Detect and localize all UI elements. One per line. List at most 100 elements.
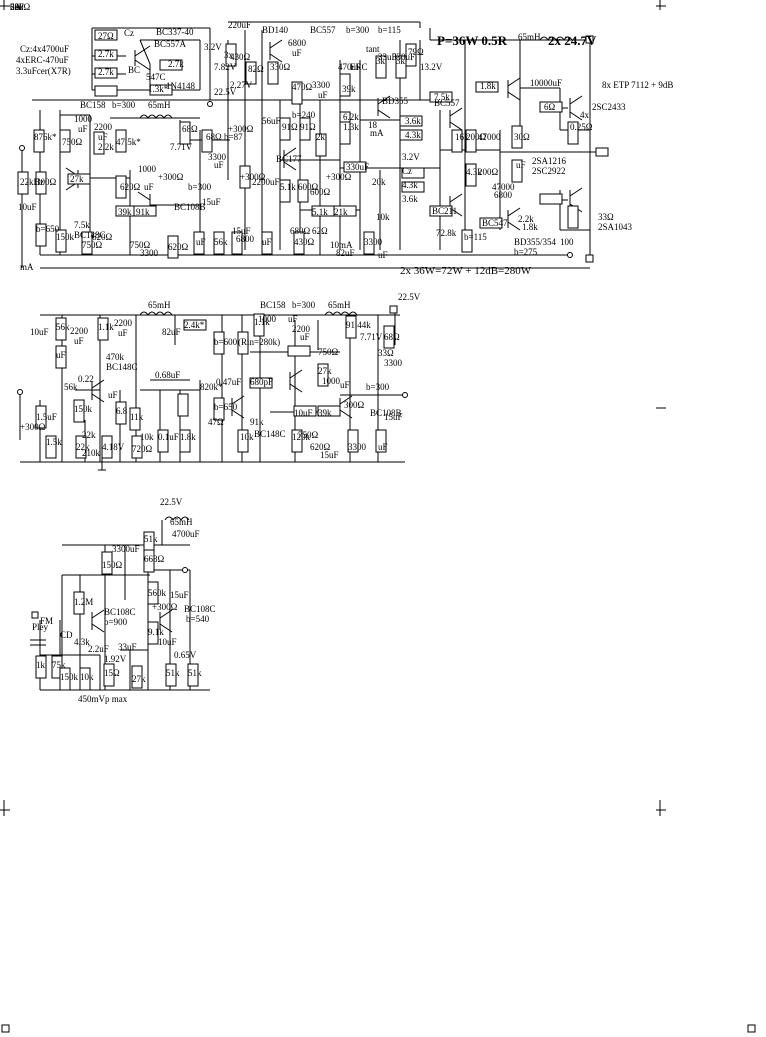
resistor-box (177, 393, 189, 417)
resistor-box (375, 55, 387, 79)
phono-label: +300Ω (152, 602, 178, 612)
amplifier-label: 600Ω (298, 182, 319, 192)
amplifier-label: BC557 (434, 98, 460, 108)
preamp-label: BC148C (254, 429, 286, 439)
phono-label: BC108C (184, 604, 216, 614)
amplifier-label: 7.5k (74, 220, 90, 230)
resistor-box (293, 231, 305, 255)
resistor-box (539, 101, 563, 113)
amplifier-label: 82uF (336, 248, 355, 258)
resistor-box (55, 229, 67, 253)
preamp-label: 65mH (328, 300, 351, 310)
preamp-label: 22.5V (398, 292, 421, 302)
amplifier-label: 4.3k (466, 167, 482, 177)
amplifier-label: 6800 (288, 38, 307, 48)
amplifier-label: 200Ω (478, 167, 499, 177)
amplifier-label: 20k (372, 177, 386, 187)
amplifier-label: 10000uF (530, 78, 562, 88)
amplifier-label: 430Ω (230, 52, 251, 62)
amplifier-label: 68Ω (182, 124, 198, 134)
phono-label: 0.65V (174, 650, 197, 660)
amplifier-label: 100 (560, 237, 574, 247)
resistor-box (101, 435, 113, 459)
preamp-label: 620Ω (310, 442, 331, 452)
amplifier-label: 547C (146, 72, 166, 82)
phono-label: 10uF (158, 637, 177, 647)
amplifier-label: 39k (342, 84, 356, 94)
resistor-box (183, 319, 207, 331)
amplifier-label: b=87 (224, 132, 243, 142)
resistor-box (147, 581, 159, 605)
amplifier-label: 15uF (232, 226, 251, 236)
preamp-label: 22k (82, 430, 96, 440)
amplifier-label: 5.1k (280, 182, 296, 192)
resistor-box (461, 229, 473, 253)
amplifier-label: 4.3k (405, 130, 421, 140)
amplifier-label: 2k (316, 132, 326, 142)
amplifier-label: 2.2k (518, 214, 534, 224)
amplifier-label: mA (20, 262, 34, 272)
phono-label: 51k (188, 668, 202, 678)
resistor-box (149, 84, 173, 96)
amplifier-label: 750Ω (62, 137, 83, 147)
power-title: P=36W 0.5R (437, 33, 508, 48)
phono-label: 3300uF (112, 544, 140, 554)
amplifier-label: 33Ω (598, 212, 614, 222)
phono-label: FM (40, 616, 53, 626)
resistor-box (129, 407, 141, 431)
resistor-box (267, 61, 279, 85)
amplifier-label: 82Ω (248, 64, 264, 74)
amplifier-label: 91k (136, 207, 150, 217)
preamp-label: uF (118, 328, 128, 338)
amplifier-label: 1.3k* (148, 84, 169, 94)
preamp-label: 1.1k (254, 317, 270, 327)
preamp-label: 10uF (30, 327, 49, 337)
amplifier-label: uF (516, 160, 526, 170)
amplifier-label: 1000 (74, 114, 93, 124)
preamp-label: b=650 (214, 402, 238, 412)
phono-label: CD (60, 630, 73, 640)
amplifier-label: b=275 (514, 247, 538, 257)
amplifier-label: 3k (376, 56, 386, 66)
amplifier-label: 3x (224, 50, 234, 60)
resistor-box (159, 59, 183, 71)
phono-label: 33uF (118, 642, 137, 652)
resistor-box (101, 551, 113, 575)
resistor-box (287, 345, 311, 357)
resistor-box (115, 401, 127, 425)
amplifier-label: 5A (10, 2, 22, 12)
amplifier-label: uF (78, 124, 88, 134)
resistor-box (237, 331, 249, 355)
amplifier-label: BD140 (262, 25, 289, 35)
amplifier-label: 2.7k (98, 67, 114, 77)
resistor-box (81, 231, 93, 255)
resistor-box (567, 121, 579, 145)
resistor-box (315, 133, 327, 157)
preamp-label: 1000 (258, 314, 277, 324)
amplifier-label: 1000 (138, 164, 157, 174)
amplifier-label: 2.7k (168, 59, 184, 69)
resistor-box (97, 317, 109, 341)
phono-label: 668Ω (144, 554, 165, 564)
amplifier-label: 2SC2433 (592, 102, 626, 112)
total-power: 2x 36W=72W + 12dB=280W (400, 265, 532, 277)
resistor-box (567, 205, 579, 229)
resistor-box (343, 161, 367, 173)
phono-labels: 22.5V65mH4700uF150Ω3300uF668Ω51k1.2M560k… (32, 497, 216, 704)
resistor-box (165, 663, 177, 687)
resistor-box (103, 663, 115, 687)
preamp-label: b=300 (292, 300, 316, 310)
amplifier-label: b=300 (112, 100, 136, 110)
header-notes: Cz:4x4700uF 4xERC-470uF 3.3uFcer(X7R) P=… (16, 33, 597, 277)
amplifier-label: uF (318, 90, 328, 100)
amplifier-label: 2.27V (230, 80, 253, 90)
cer-note: 3.3uFcer(X7R) (16, 66, 71, 76)
amplifier-label: 6Ω (544, 102, 556, 112)
preamp-label: 1.1k (98, 322, 114, 332)
amplifier-label: 1.8k (480, 81, 496, 91)
preamp-label: 10uF (294, 408, 313, 418)
resistor-box (317, 405, 341, 417)
amplifier-label: +300Ω (228, 124, 254, 134)
amplifier-label: 72.8k (436, 228, 457, 238)
resistor-box (511, 125, 523, 149)
